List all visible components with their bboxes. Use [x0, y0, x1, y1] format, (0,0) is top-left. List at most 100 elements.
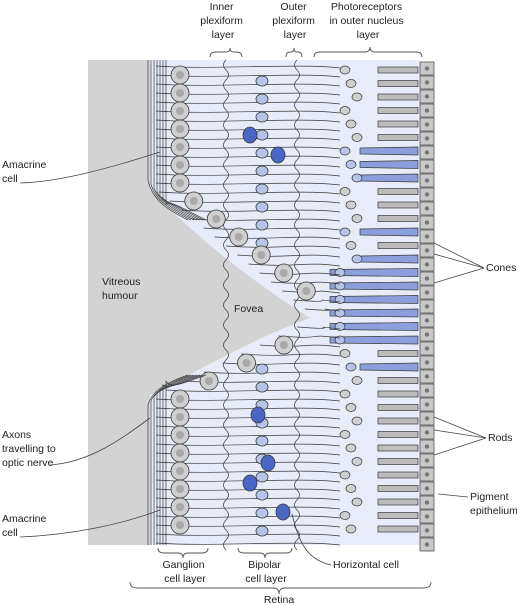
photoreceptor-nucleus — [339, 146, 351, 156]
photoreceptors-label: Photoreceptors in outer nucleus layer — [329, 1, 406, 41]
inner-plexiform-label: Inner plexiform layer — [200, 1, 246, 41]
photoreceptor-nucleus — [334, 335, 346, 345]
ganglion-nucleus — [176, 503, 184, 511]
ganglion-nucleus — [302, 287, 311, 295]
cones-leader-1 — [433, 242, 485, 269]
pigment-granule — [424, 318, 430, 323]
pigment-granule — [424, 542, 430, 547]
pigment-granule — [424, 360, 430, 365]
bipolar-cell-layer-label: Bipolar cell layer — [245, 559, 287, 585]
ganglion-nucleus — [234, 233, 243, 241]
photoreceptor-nucleus — [351, 416, 363, 426]
photoreceptor-nucleus — [351, 173, 363, 183]
photoreceptor-nucleus — [351, 457, 363, 466]
bipolar-cell — [255, 381, 269, 393]
ganglion-bracket — [157, 547, 209, 559]
axon-fibre — [147, 60, 189, 221]
cone-photoreceptor — [359, 362, 419, 372]
pigment-leader — [437, 493, 469, 498]
pigment-granule — [424, 248, 430, 253]
rod-photoreceptor — [377, 444, 419, 452]
axon-fibre — [159, 60, 201, 221]
neural-fibre — [225, 245, 341, 249]
neural-fibre — [155, 542, 341, 546]
vitreous-humour-region — [88, 60, 310, 545]
pigment-granule — [424, 108, 430, 113]
pigment-granule — [424, 234, 430, 239]
pigment-granule — [424, 388, 430, 393]
highlighted-neuron — [242, 474, 258, 492]
pigment-granule — [424, 276, 430, 281]
bipolar-cell — [255, 363, 269, 375]
ganglion-nucleus — [176, 395, 184, 403]
neural-fibre — [155, 533, 341, 537]
photoreceptor-nucleus — [345, 160, 357, 169]
pigment-granule — [424, 262, 430, 267]
pigment-granule — [424, 206, 430, 211]
ganglion-nucleus — [242, 359, 251, 367]
bipolar-cell — [255, 93, 269, 105]
neural-fibre — [248, 263, 341, 267]
cone-photoreceptor — [359, 146, 419, 156]
bipolar-cell — [255, 111, 269, 123]
axon-fibre — [165, 60, 207, 221]
highlighted-neuron — [242, 126, 258, 144]
pigment-epithelium-label: Pigment epithelium — [470, 491, 517, 517]
photoreceptor-nucleus — [345, 484, 357, 493]
bipolar-cell — [255, 147, 269, 159]
photoreceptor-bracket — [313, 46, 423, 58]
ganglion-nucleus — [176, 521, 184, 529]
rods-leader-2 — [433, 429, 487, 439]
bipolar-cell — [255, 489, 269, 501]
photoreceptor-nucleus — [339, 349, 351, 358]
ganglion-nucleus — [176, 467, 184, 475]
rod-photoreceptor — [377, 390, 419, 398]
amacrine-top-leader — [19, 151, 161, 184]
bipolar-bracket — [237, 547, 293, 559]
rod-photoreceptor — [377, 215, 419, 222]
rod-photoreceptor — [377, 417, 419, 425]
ganglion-nucleus — [176, 449, 184, 457]
ganglion-nucleus — [176, 125, 184, 133]
axons-label: Axons travelling to optic nerve — [2, 429, 59, 469]
amacrine-bottom-leader — [19, 509, 161, 538]
rod-photoreceptor — [377, 471, 419, 479]
photoreceptor-nucleus — [339, 106, 351, 115]
photoreceptor-nucleus — [345, 241, 357, 250]
pigment-granule — [424, 458, 430, 463]
cone-photoreceptor — [329, 281, 419, 291]
axon-fibre — [165, 374, 207, 545]
axon-fibre — [162, 60, 204, 221]
photoreceptor-nucleus — [339, 227, 351, 237]
highlighted-neuron — [250, 406, 266, 424]
photoreceptor-nucleus — [345, 443, 357, 453]
cone-photoreceptor — [329, 335, 419, 345]
rod-photoreceptor — [377, 525, 419, 533]
ganglion-nucleus — [189, 197, 198, 205]
ganglion-nucleus — [279, 269, 288, 277]
neural-fibre — [282, 290, 341, 294]
rod-photoreceptor — [377, 188, 419, 195]
neural-fibre — [203, 371, 341, 375]
ganglion-nucleus — [176, 413, 184, 421]
bipolar-cell — [255, 75, 269, 87]
neural-fibre — [158, 191, 341, 195]
bipolar-cell — [255, 219, 269, 231]
retina-label: Retina — [264, 594, 295, 605]
bipolar-cell — [255, 129, 269, 141]
pigment-granule — [424, 178, 430, 183]
rod-photoreceptor — [377, 120, 419, 128]
photoreceptor-nucleus — [345, 119, 357, 129]
rod-photoreceptor — [377, 107, 419, 114]
ganglion-nucleus — [176, 89, 184, 97]
amacrine-cell-top-label: Amacrine cell — [2, 159, 49, 185]
bipolar-cell — [255, 471, 269, 483]
cones-label: Cones — [486, 262, 516, 274]
rod-photoreceptor — [377, 458, 419, 465]
pigment-granule — [424, 220, 430, 225]
photoreceptor-nucleus — [351, 92, 363, 102]
photoreceptor-nucleus — [339, 470, 351, 480]
ganglion-nucleus — [176, 485, 184, 493]
pigment-granule — [424, 66, 430, 71]
